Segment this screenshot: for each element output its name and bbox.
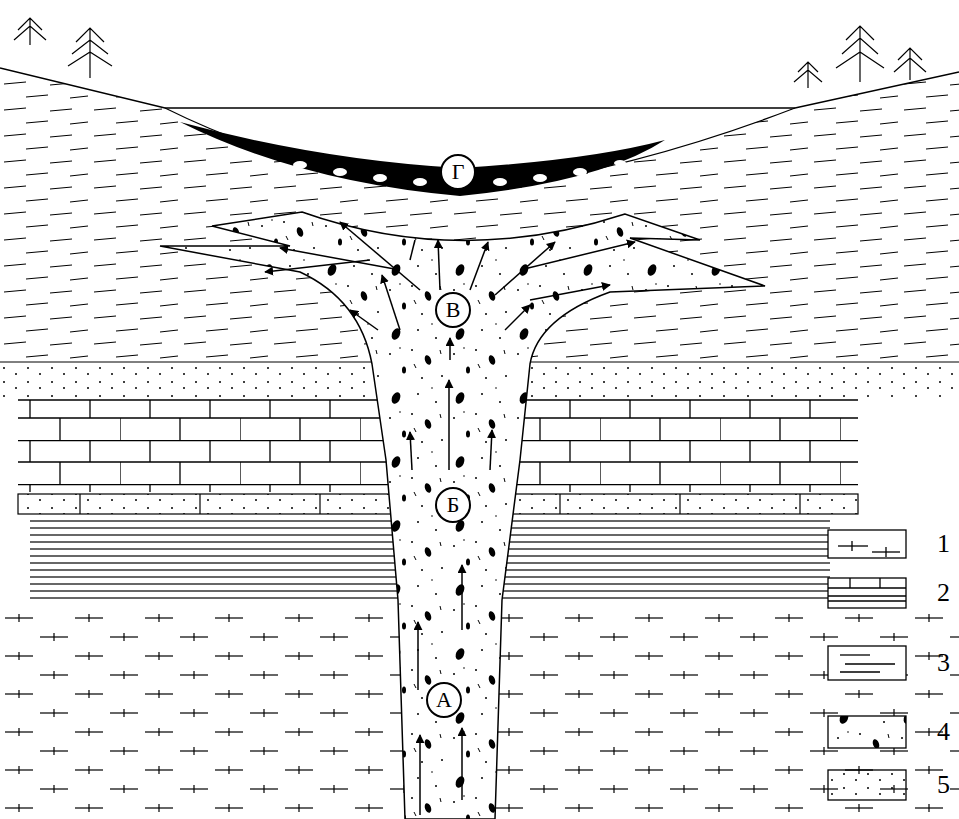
legend-number: 1 [937,531,950,557]
legend-number: 3 [937,650,950,676]
legend-number: 5 [937,772,950,798]
circle-label: В [435,292,471,328]
letter-label: Г [452,161,465,183]
letter-label: Б [447,494,460,516]
circle-label: Г [440,154,476,190]
legend-swatches [828,530,906,800]
circle-label: А [426,682,462,718]
circle-label: Б [435,487,471,523]
letter-label: А [436,689,452,711]
legend-number: 2 [937,580,950,606]
letter-label: В [446,299,461,321]
legend-number: 4 [937,719,950,745]
